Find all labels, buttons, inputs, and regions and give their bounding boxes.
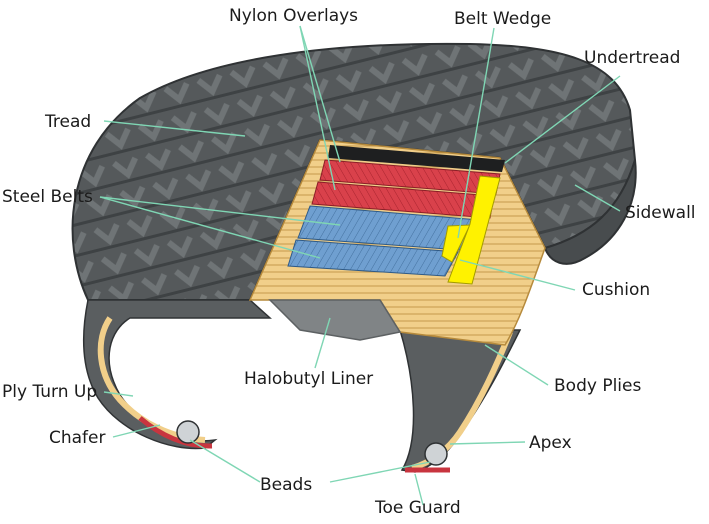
label-body-plies: Body Plies [554,376,641,396]
label-nylon-overlays: Nylon Overlays [229,6,358,26]
label-sidewall: Sidewall [625,203,696,223]
label-steel-belts: Steel Belts [2,187,93,207]
label-chafer: Chafer [49,428,106,448]
left-casing [84,300,270,449]
label-toe-guard: Toe Guard [374,498,461,518]
label-halobutyl-liner: Halobutyl Liner [244,369,373,389]
left-bead [177,421,199,443]
label-beads: Beads [260,475,312,495]
halobutyl-liner [270,300,400,340]
label-cushion: Cushion [582,280,650,300]
label-undertread: Undertread [584,48,680,68]
label-apex: Apex [529,433,572,453]
label-belt-wedge: Belt Wedge [454,9,551,29]
label-ply-turn-up: Ply Turn Up [2,382,97,402]
label-tread: Tread [44,112,91,132]
